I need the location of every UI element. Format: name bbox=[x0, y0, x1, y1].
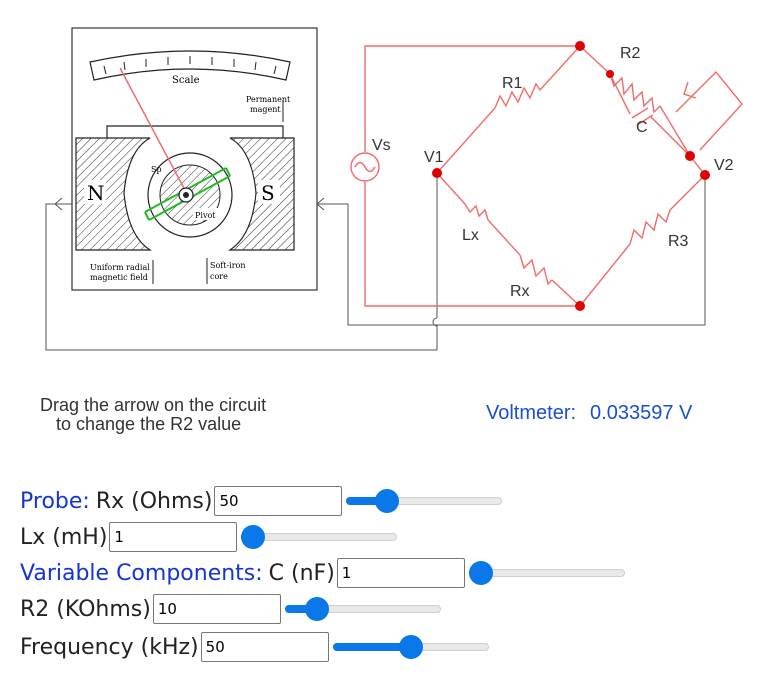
r2-control-row: R2 (KOhms) bbox=[20, 592, 441, 626]
r2-slider-thumb[interactable] bbox=[304, 597, 329, 621]
magent-label: magent bbox=[250, 105, 281, 114]
r2-label: R2 bbox=[620, 45, 641, 62]
rx-slider[interactable] bbox=[346, 489, 503, 513]
lx-slider[interactable] bbox=[241, 525, 398, 549]
c-slider[interactable] bbox=[468, 561, 625, 585]
scale-label: Scale bbox=[172, 75, 200, 86]
permanent-label: Permanent bbox=[246, 95, 291, 104]
magnetic-field-label: magnetic field bbox=[90, 273, 148, 282]
instruction-line-1: Drag the arrow on the circuit bbox=[40, 395, 267, 415]
voltmeter-readout: Voltmeter: 0.033597 V bbox=[486, 402, 692, 425]
vs-label: Vs bbox=[372, 137, 391, 154]
core-label: core bbox=[210, 272, 228, 281]
voltmeter-value: 0.033597 V bbox=[590, 402, 693, 424]
circuit-diagram: Scale Permanent magent N S Sp Pivot Uni bbox=[45, 27, 743, 351]
bridge-wiring bbox=[364, 45, 743, 307]
v2-label: V2 bbox=[714, 157, 734, 174]
c-input[interactable] bbox=[336, 558, 465, 588]
pivot-label: Pivot bbox=[195, 211, 216, 220]
south-label: S bbox=[261, 181, 275, 205]
lx-label: Lx bbox=[462, 227, 479, 244]
c-label: C (nF) bbox=[268, 560, 335, 586]
lx-label: Lx (mH) bbox=[20, 524, 108, 550]
uniform-field-label: Uniform radial bbox=[90, 263, 150, 272]
variable-components-heading: Variable Components: bbox=[20, 560, 263, 586]
c-label: C bbox=[636, 119, 648, 136]
frequency-label: Frequency (kHz) bbox=[20, 634, 199, 660]
instructions: Drag the arrow on the circuit to change … bbox=[40, 396, 266, 434]
soft-iron-label: Soft-iron bbox=[210, 261, 246, 270]
c-slider-thumb[interactable] bbox=[468, 561, 493, 585]
frequency-control-row: Frequency (kHz) bbox=[20, 630, 489, 664]
frequency-input[interactable] bbox=[200, 632, 329, 662]
north-pole bbox=[75, 137, 153, 251]
meter-leads bbox=[45, 173, 706, 351]
rx-label: Rx bbox=[510, 283, 530, 300]
voltmeter-label: Voltmeter: bbox=[486, 402, 577, 424]
meter-scale bbox=[89, 50, 291, 81]
instruction-line-2: to change the R2 value bbox=[56, 414, 242, 434]
rx-slider-thumb[interactable] bbox=[375, 489, 400, 513]
r2-slider[interactable] bbox=[284, 597, 441, 621]
v1-label: V1 bbox=[424, 149, 444, 166]
frequency-slider[interactable] bbox=[332, 635, 489, 659]
moving-coil-meter: Scale Permanent magent N S Sp Pivot Uni bbox=[71, 27, 318, 291]
circuit-nodes bbox=[432, 41, 710, 311]
meter-needle bbox=[119, 67, 187, 193]
r1-label: R1 bbox=[502, 75, 523, 92]
north-label: N bbox=[87, 181, 105, 205]
r3-label: R3 bbox=[668, 233, 689, 250]
c-control-row: Variable Components: C (nF) bbox=[20, 556, 625, 590]
rx-label: Rx (Ohms) bbox=[95, 488, 213, 514]
r2-label: R2 (KOhms) bbox=[20, 596, 151, 622]
lx-input[interactable] bbox=[109, 522, 238, 552]
probe-heading: Probe: bbox=[20, 488, 90, 514]
frequency-slider-thumb[interactable] bbox=[398, 635, 423, 659]
lx-control-row: Lx (mH) bbox=[20, 520, 398, 554]
lx-slider-thumb[interactable] bbox=[241, 525, 266, 549]
spring-label: Sp bbox=[151, 165, 162, 174]
r2-input[interactable] bbox=[152, 594, 281, 624]
rx-input[interactable] bbox=[214, 486, 343, 516]
rx-control-row: Probe: Rx (Ohms) bbox=[20, 484, 503, 518]
